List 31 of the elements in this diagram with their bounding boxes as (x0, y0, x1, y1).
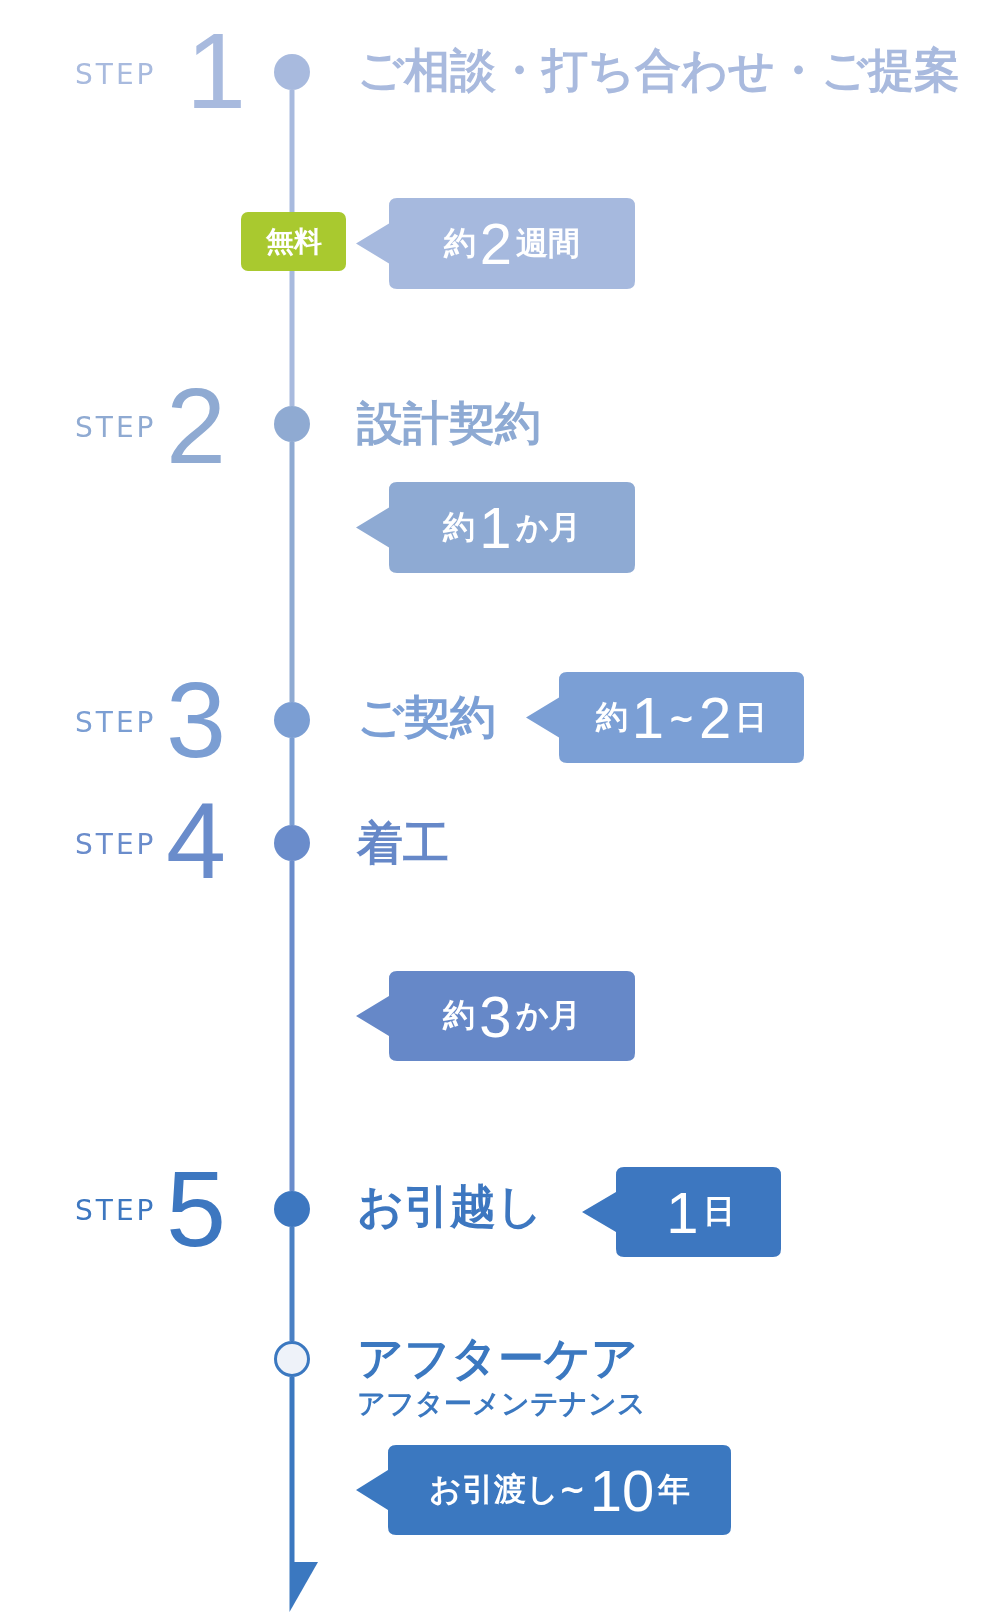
timeline-line (289, 1227, 295, 1341)
timeline-dot (274, 54, 310, 90)
step-subtitle: アフターメンテナンス (357, 1388, 646, 1420)
step-title: 設計契約 (357, 395, 541, 452)
step-number: 4 (166, 787, 227, 895)
step-title: ご契約 (357, 689, 496, 746)
timeline-line (289, 738, 295, 825)
timeline-line (289, 90, 295, 212)
free-badge: 無料 (241, 212, 346, 271)
timeline-arrow (289, 1377, 318, 1612)
step-title: 着工 (357, 815, 449, 872)
step-label: STEP (75, 831, 157, 859)
step-title: ご相談・打ち合わせ・ご提案 (357, 42, 960, 99)
step-title: お引越し (357, 1178, 543, 1235)
timeline-line (289, 271, 295, 406)
step-number: 2 (166, 372, 227, 480)
step-number: 3 (166, 666, 227, 774)
timeline-dot (274, 702, 310, 738)
timeline-dot (274, 1191, 310, 1227)
timeline-dot (274, 1341, 310, 1377)
step-label: STEP (75, 61, 157, 89)
timeline-dot (274, 825, 310, 861)
timeline-dot (274, 406, 310, 442)
step-number: 1 (186, 17, 247, 125)
step-label: STEP (75, 414, 157, 442)
timeline-line (289, 442, 295, 702)
step-label: STEP (75, 709, 157, 737)
step-number: 5 (166, 1155, 227, 1263)
timeline-line (289, 861, 295, 1191)
step-label: STEP (75, 1197, 157, 1225)
step-title: アフターケア (357, 1330, 639, 1387)
